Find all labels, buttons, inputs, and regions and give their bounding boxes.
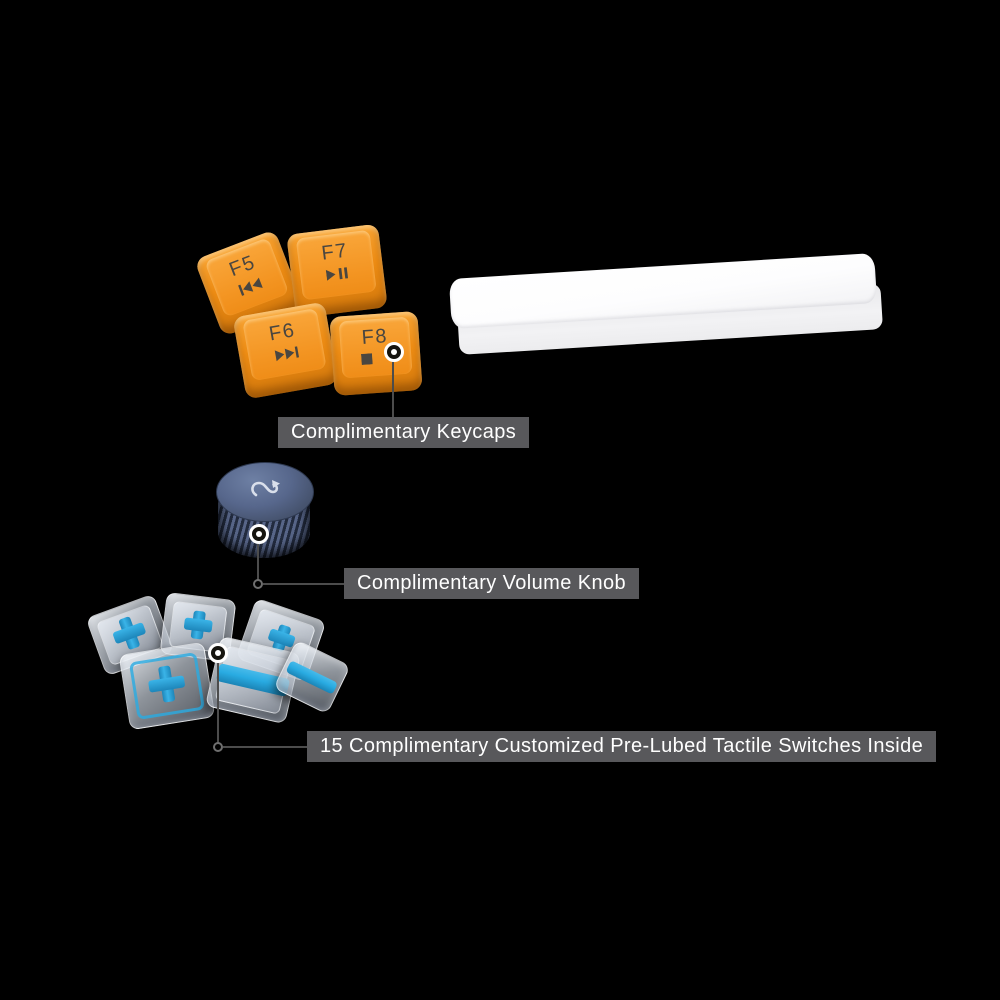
keycap-f6-top: F6 [242, 308, 327, 382]
keycap-f6: F6 [232, 301, 339, 400]
switches-callout-label: 15 Complimentary Customized Pre-Lubed Ta… [307, 731, 937, 762]
switches-target-marker [208, 643, 228, 663]
loop-arrow-icon [247, 477, 283, 508]
callout-line [257, 544, 259, 580]
volume-knob [216, 462, 314, 562]
next-track-icon [248, 342, 324, 367]
knob-callout-label: Complimentary Volume Knob [344, 568, 640, 599]
switch-stem [146, 663, 187, 704]
line-node [253, 579, 263, 589]
prev-track-icon [217, 269, 285, 305]
knob-target-marker [249, 524, 269, 544]
keycap-f7-top: F7 [295, 229, 377, 301]
keycap-f7: F7 [286, 223, 388, 319]
play-pause-icon [300, 264, 375, 285]
keycap-legend: F7 [320, 239, 350, 265]
keycap-f5: F5 [194, 229, 304, 337]
line-node [213, 742, 223, 752]
tactile-switch [118, 641, 216, 731]
callout-line [217, 663, 219, 743]
callout-line [392, 362, 394, 418]
callout-line [263, 583, 345, 585]
callout-line [223, 746, 308, 748]
keycap-f8: F8 [329, 311, 423, 396]
volume-knob-top [216, 462, 314, 522]
switch-stem [183, 610, 214, 641]
keycap-f8-top: F8 [338, 316, 413, 379]
stop-icon [341, 351, 412, 367]
keycap-f5-top: F5 [204, 237, 290, 318]
keycaps-target-marker [384, 342, 404, 362]
keycaps-callout-label: Complimentary Keycaps [278, 417, 530, 448]
